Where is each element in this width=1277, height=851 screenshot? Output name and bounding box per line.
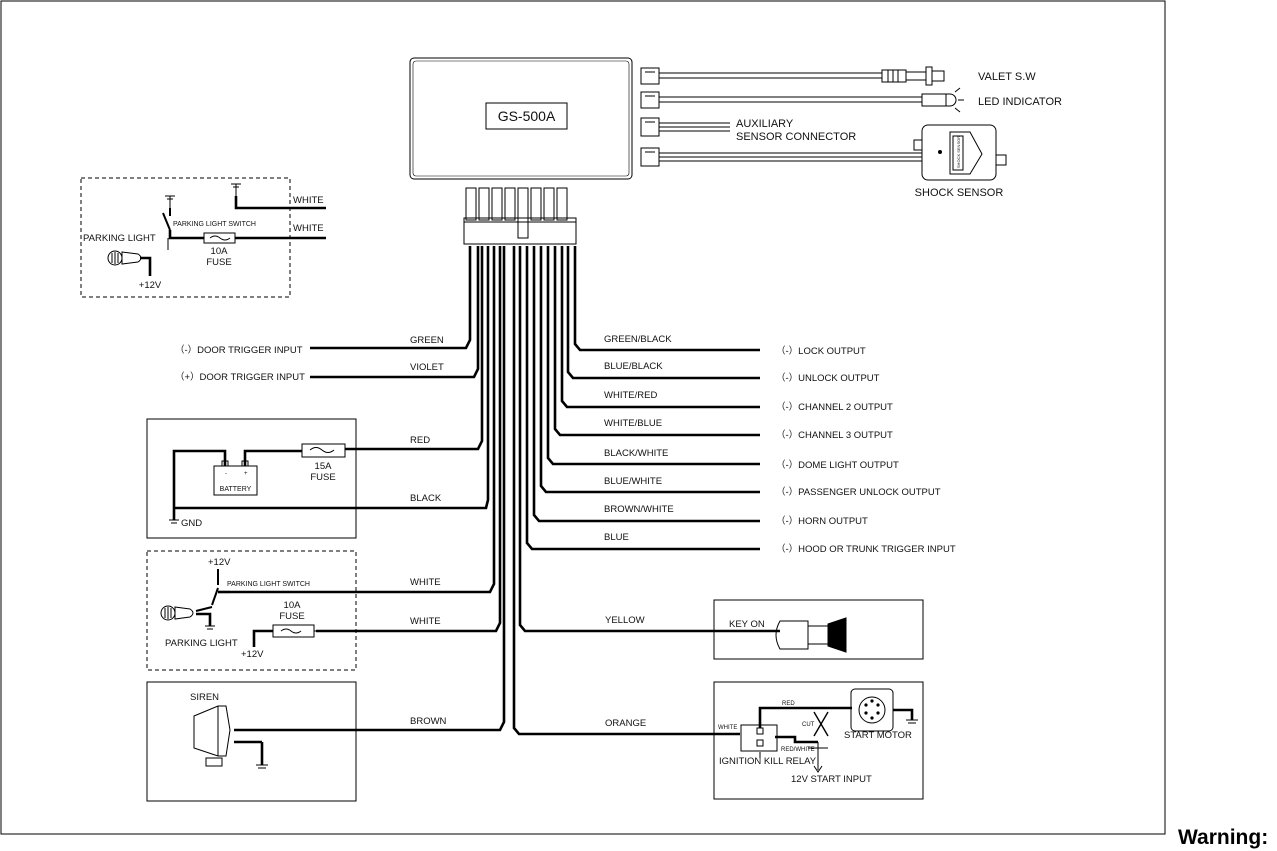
key-on-label: KEY ON <box>729 619 765 630</box>
output-2-label: （-）CHANNEL 2 OUTPUT <box>776 401 893 413</box>
parking-light-bottom-label: PARKING LIGHT <box>165 638 238 649</box>
output-0-label: （-）LOCK OUTPUT <box>776 345 866 357</box>
led-indicator-icon <box>921 87 964 113</box>
wire-right-1-color: BLUE/BLACK <box>604 361 663 372</box>
battery-fuse-rating: 15A <box>315 461 333 472</box>
relay-red-white-label: RED/WHITE <box>781 747 815 753</box>
parking-light-top-fuse-rating: 10A <box>211 246 229 257</box>
wire-white1-label: WHITE <box>410 577 441 588</box>
parking-light-bottom-supply-top: +12V <box>208 557 231 568</box>
harness-connector <box>463 187 577 245</box>
battery-box <box>146 418 357 539</box>
valet-switch-icon <box>881 66 945 86</box>
siren-icon <box>193 705 268 769</box>
parking-light-bottom-fuse-word: FUSE <box>279 611 304 622</box>
wire-green-label: GREEN <box>410 335 444 346</box>
warning-heading: Warning: <box>1178 826 1269 849</box>
parking-light-bottom-switch-label: PARKING LIGHT SWITCH <box>227 581 310 588</box>
key-on-box <box>713 599 924 660</box>
module-model-label: GS-500A <box>498 108 556 124</box>
output-3-label: （-）CHANNEL 3 OUTPUT <box>776 429 893 441</box>
harness-right-wires <box>512 246 780 736</box>
start-motor-label: START MOTOR <box>844 730 912 741</box>
start-input-label: 12V START INPUT <box>791 774 872 785</box>
module-side-connectors <box>640 67 922 167</box>
wire-right-6-color: BROWN/WHITE <box>604 504 674 515</box>
shock-sensor-device-text: SHOCK SENSOR <box>956 136 961 168</box>
battery-circuit: -+ <box>169 443 346 524</box>
valet-switch-label: VALET S.W <box>978 71 1036 83</box>
led-indicator-label: LED INDICATOR <box>978 96 1062 108</box>
harness-left-wires <box>174 246 506 732</box>
relay-white-label: WHITE <box>718 725 737 731</box>
parking-light-top-supply: +12V <box>139 280 162 291</box>
parking-light-top-wire2: WHITE <box>293 223 324 234</box>
relay-circuit <box>740 688 918 773</box>
aux-sensor-label-line2: SENSOR CONNECTOR <box>736 131 856 143</box>
output-5-label: （-）PASSENGER UNLOCK OUTPUT <box>776 486 941 498</box>
wire-right-0-color: GREEN/BLACK <box>604 334 672 345</box>
door-trigger-neg-label: （-）DOOR TRIGGER INPUT <box>175 344 303 356</box>
parking-light-top-wire1: WHITE <box>293 195 324 206</box>
wire-white2-label: WHITE <box>410 616 441 627</box>
wire-right-5-color: BLUE/WHITE <box>604 476 662 487</box>
parking-light-bottom-circuit <box>160 569 316 647</box>
battery-label: BATTERY <box>220 486 252 493</box>
svg-text:+: + <box>244 471 248 477</box>
relay-red-label: RED <box>782 701 795 707</box>
parking-light-bottom-box <box>146 550 357 671</box>
door-trigger-pos-label: （+）DOOR TRIGGER INPUT <box>175 371 305 383</box>
shock-sensor-icon: SHOCK SENSOR <box>913 124 1007 181</box>
parking-light-bottom-supply-bottom: +12V <box>241 649 264 660</box>
ignition-wire-label: YELLOW <box>605 615 645 626</box>
ignition-kill-relay-label: IGNITION KILL RELAY <box>719 756 817 767</box>
parking-light-top-label: PARKING LIGHT <box>83 233 156 244</box>
wire-red-label: RED <box>410 435 430 446</box>
main-module: GS-500A <box>409 57 633 180</box>
aux-sensor-label-line1: AUXILIARY <box>736 118 794 130</box>
battery-gnd-label: GND <box>181 518 202 529</box>
output-1-label: （-）UNLOCK OUTPUT <box>776 372 880 384</box>
parking-light-bottom-fuse-rating: 10A <box>284 600 302 611</box>
relay-cut-label: CUT <box>802 722 815 728</box>
siren-label: SIREN <box>190 692 219 703</box>
wire-right-4-color: BLACK/WHITE <box>604 448 668 459</box>
shock-sensor-label: SHOCK SENSOR <box>915 187 1004 199</box>
output-4-label: （-）DOME LIGHT OUTPUT <box>776 459 899 471</box>
siren-box <box>146 681 357 802</box>
wire-right-2-color: WHITE/RED <box>604 390 657 401</box>
output-6-label: （-）HORN OUTPUT <box>776 515 868 527</box>
battery-fuse-word: FUSE <box>310 472 335 483</box>
wire-right-3-color: WHITE/BLUE <box>604 418 662 429</box>
output-7-label: （-）HOOD OR TRUNK TRIGGER INPUT <box>776 543 956 555</box>
svg-text:-: - <box>225 471 227 477</box>
ignition-key-icon <box>775 617 847 653</box>
wire-brown-label: BROWN <box>410 716 447 727</box>
wire-violet-label: VIOLET <box>410 362 444 373</box>
parking-light-top-switch-label: PARKING LIGHT SWITCH <box>173 221 256 228</box>
parking-light-top-circuit <box>107 183 326 276</box>
parking-light-top-fuse-word: FUSE <box>206 257 231 268</box>
page-frame <box>0 0 1166 835</box>
wire-right-7-color: BLUE <box>604 532 629 543</box>
wire-black-label: BLACK <box>410 493 442 504</box>
relay-box <box>713 681 924 800</box>
relay-wire-label: ORANGE <box>605 718 646 729</box>
